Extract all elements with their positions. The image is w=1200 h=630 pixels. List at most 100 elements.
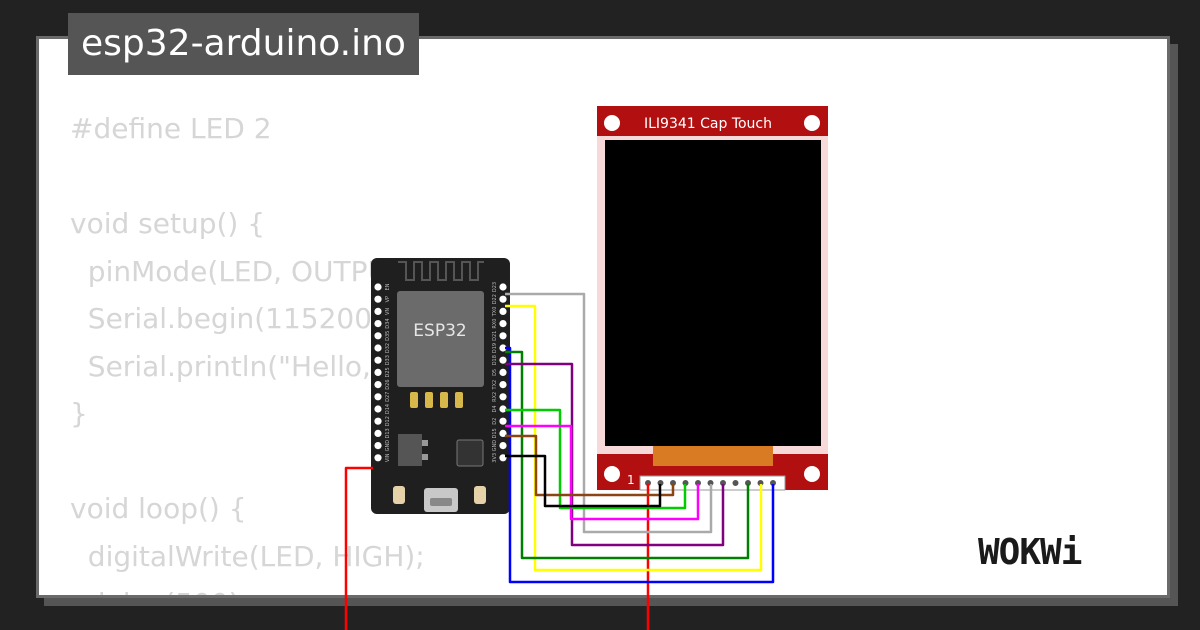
esp32-pin-label: D13 <box>385 428 391 438</box>
esp32-pin-label: D22 <box>492 294 498 304</box>
wokwi-logo[interactable]: WOKWi <box>976 528 1152 576</box>
esp32-pin[interactable] <box>374 454 382 462</box>
wire-blue <box>505 346 775 584</box>
esp32-pin-label: VN <box>385 308 391 315</box>
esp32-pin-label: D4 <box>492 405 498 412</box>
esp32-pin-label: D14 <box>385 404 391 414</box>
esp32-pin-label: D34 <box>385 318 391 328</box>
esp32-pin[interactable] <box>499 295 507 303</box>
file-name-tab[interactable]: esp32-arduino.ino <box>68 13 419 75</box>
esp32-board[interactable]: ESP32 ENVPVND34D35D32D33D25D26D27D14D12D… <box>371 258 510 514</box>
esp32-pin[interactable] <box>499 320 507 328</box>
esp32-pin-label: D25 <box>385 367 391 377</box>
code-line: #define LED 2 <box>70 112 272 145</box>
esp32-chip-label: ESP32 <box>413 321 466 341</box>
usb-uart-chip <box>456 439 484 467</box>
esp32-pin[interactable] <box>374 344 382 352</box>
chip-pads <box>410 392 463 408</box>
esp32-pin[interactable] <box>374 381 382 389</box>
wire-green-light <box>505 408 687 510</box>
esp32-pin-label: D21 <box>492 331 498 341</box>
ili9341-display[interactable]: ILI9341 Cap Touch 1 <box>597 106 828 491</box>
display-ribbon <box>653 446 773 466</box>
en-button[interactable] <box>393 486 405 504</box>
esp32-pin[interactable] <box>374 393 382 401</box>
esp32-pin[interactable] <box>374 295 382 303</box>
wire-purple <box>505 362 725 547</box>
esp32-pin-label: TX0 <box>492 307 498 318</box>
esp32-right-pins: D23D22TX0RX0D21D19D18D5TX2RX2D4D2D15GND3… <box>492 282 507 463</box>
code-line: Serial.begin(115200); <box>70 302 393 335</box>
esp32-pin[interactable] <box>499 417 507 425</box>
esp32-pin-label: D5 <box>492 369 498 376</box>
esp32-pin-label: VP <box>385 296 391 302</box>
esp32-pin-label: D26 <box>385 379 391 389</box>
esp32-pin[interactable] <box>499 344 507 352</box>
esp32-pin-label: RX0 <box>492 319 498 329</box>
esp32-pin-label: VIN <box>385 453 391 462</box>
esp32-pin[interactable] <box>374 356 382 364</box>
display-title: ILI9341 Cap Touch <box>644 116 772 132</box>
esp32-pin-label: D15 <box>492 428 498 438</box>
wokwi-logo-text: WOKWi <box>978 532 1082 573</box>
wire-yellow-d22 <box>505 304 763 572</box>
esp32-pin[interactable] <box>499 356 507 364</box>
mount-hole <box>604 466 620 482</box>
voltage-regulator <box>398 434 422 466</box>
esp32-pin-label: D33 <box>385 355 391 365</box>
wire-brown <box>505 434 675 497</box>
esp32-pin-label: EN <box>385 283 391 290</box>
esp32-pin[interactable] <box>374 442 382 450</box>
esp32-pin[interactable] <box>499 381 507 389</box>
boot-button[interactable] <box>474 486 486 504</box>
antenna-trace <box>398 261 484 281</box>
esp32-pin-label: 3V3 <box>492 453 498 463</box>
esp32-pin[interactable] <box>374 368 382 376</box>
display-screen <box>605 140 821 446</box>
esp32-pin[interactable] <box>499 283 507 291</box>
esp32-pin[interactable] <box>499 454 507 462</box>
esp32-pin[interactable] <box>374 307 382 315</box>
esp32-pin[interactable] <box>499 368 507 376</box>
display-pin1-label: 1 <box>627 473 635 487</box>
esp32-pin-label: D2 <box>492 418 498 425</box>
display-pin[interactable] <box>731 479 740 487</box>
wire-magenta <box>505 424 700 521</box>
esp32-pin-label: GND <box>492 440 498 452</box>
code-line: void loop() { <box>70 492 247 525</box>
mount-hole <box>604 115 620 131</box>
esp32-pin[interactable] <box>374 332 382 340</box>
esp32-pin[interactable] <box>374 429 382 437</box>
code-line: delay(500); <box>70 580 512 595</box>
esp32-pin-label: D23 <box>492 282 498 292</box>
esp32-pin[interactable] <box>499 405 507 413</box>
esp32-pin-label: D27 <box>385 392 391 402</box>
code-line: digitalWrite(LED, HIGH); <box>70 539 425 573</box>
esp32-pin[interactable] <box>499 442 507 450</box>
esp32-pin-label: D19 <box>492 343 498 353</box>
esp32-pin[interactable] <box>374 405 382 413</box>
code-line: } <box>70 397 88 430</box>
esp32-pin[interactable] <box>499 393 507 401</box>
mount-hole <box>804 466 820 482</box>
esp32-chip <box>397 291 484 387</box>
code-line: void setup() { <box>70 207 266 240</box>
esp32-pin-label: GND <box>385 440 391 452</box>
esp32-pin-label: D32 <box>385 343 391 353</box>
wire-black <box>505 454 662 508</box>
esp32-pin[interactable] <box>374 320 382 328</box>
wire-green-dark <box>505 350 750 560</box>
mount-hole <box>804 115 820 131</box>
wire-gray <box>505 292 713 534</box>
esp32-pin-label: D18 <box>492 355 498 365</box>
esp32-pin[interactable] <box>374 417 382 425</box>
esp32-pin[interactable] <box>499 429 507 437</box>
wire-red-vin <box>344 466 373 630</box>
esp32-pin-label: D12 <box>385 416 391 426</box>
esp32-pin[interactable] <box>374 283 382 291</box>
esp32-pin[interactable] <box>499 332 507 340</box>
esp32-pin-label: D35 <box>385 331 391 341</box>
esp32-pin[interactable] <box>499 307 507 315</box>
